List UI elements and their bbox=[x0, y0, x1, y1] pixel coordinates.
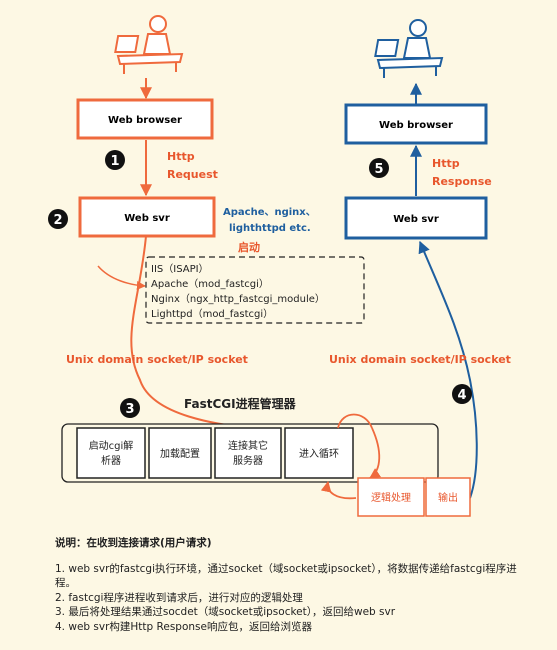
notes-title: 说明：在收到连接请求(用户请求) bbox=[55, 537, 212, 549]
step-1-badge bbox=[105, 150, 125, 170]
step-5-badge bbox=[369, 158, 389, 178]
step-2-number: 2 bbox=[53, 213, 62, 228]
logic-processing-box bbox=[357, 477, 425, 517]
left-web-browser-label: Web browser bbox=[108, 115, 182, 126]
loop-arc bbox=[337, 413, 373, 429]
cell-enter-loop-label: 进入循环 bbox=[299, 447, 339, 460]
right-socket-arrow bbox=[418, 240, 478, 499]
note-line-1: 1. web svr的fastcgi执行环境，通过socket（域socket或… bbox=[55, 562, 517, 590]
http-response-label-2: Response bbox=[432, 175, 492, 188]
cell-load-config bbox=[148, 427, 212, 479]
cell-load-config-label: 加载配置 bbox=[160, 448, 200, 460]
note-line-3: 3. 最后将处理结果通过socdet（域socket或ipsocket），返回给… bbox=[55, 606, 396, 618]
note-line-2: 2. fastcgi程序进程收到请求后，进行对应的逻辑处理 bbox=[55, 591, 303, 604]
start-arrow bbox=[97, 265, 146, 290]
right-web-svr-box bbox=[344, 196, 488, 240]
module-iis: IIS（ISAPI） bbox=[151, 263, 209, 275]
cell-connect-servers-line2: 服务器 bbox=[233, 454, 263, 467]
http-request-label-2: Request bbox=[167, 168, 218, 181]
cell-connect-servers bbox=[214, 427, 282, 479]
cell-connect-servers-line1: 连接其它 bbox=[228, 439, 268, 452]
loop-to-logic-arrow bbox=[369, 427, 382, 479]
right-web-browser-label: Web browser bbox=[379, 120, 453, 131]
module-lighttpd: Lighttpd（mod_fastcgi） bbox=[151, 308, 273, 320]
logic-processing-label: 逻辑处理 bbox=[371, 491, 411, 504]
left-web-browser-box bbox=[76, 98, 214, 140]
right-web-browser-box bbox=[344, 103, 488, 145]
start-label: 启动 bbox=[238, 240, 260, 254]
cell-start-cgi-line2: 析器 bbox=[101, 454, 121, 467]
right-socket-label: Unix domain socket/IP socket bbox=[329, 353, 511, 366]
step-3-badge bbox=[120, 398, 140, 418]
step-4-number: 4 bbox=[457, 388, 466, 403]
step-3-number: 3 bbox=[125, 402, 134, 417]
user-at-computer-icon-left bbox=[114, 15, 184, 74]
step-2-badge bbox=[48, 209, 68, 229]
step-1-number: 1 bbox=[110, 154, 119, 169]
left-web-svr-box bbox=[78, 196, 216, 238]
note-line-4: 4. web svr构建Http Response响应包，返回给浏览器 bbox=[55, 620, 312, 633]
right-web-svr-label: Web svr bbox=[393, 214, 439, 225]
cell-start-cgi bbox=[76, 427, 146, 479]
http-request-label-1: Http bbox=[167, 150, 195, 163]
cell-enter-loop bbox=[284, 427, 354, 479]
http-response-label-1: Http bbox=[432, 157, 460, 170]
fastcgi-manager-title: FastCGI进程管理器 bbox=[184, 396, 297, 411]
output-label: 输出 bbox=[438, 491, 458, 504]
cell-start-cgi-line1: 启动cgi解 bbox=[89, 439, 134, 452]
module-nginx: Nginx（ngx_http_fastcgi_module） bbox=[151, 293, 325, 305]
web-svr-note-1: Apache、nginx、 bbox=[223, 207, 316, 218]
left-socket-label: Unix domain socket/IP socket bbox=[66, 353, 248, 366]
module-apache: Apache（mod_fastcgi） bbox=[151, 278, 269, 290]
logic-back-arrow bbox=[320, 480, 357, 500]
notes-section: 说明：在收到连接请求(用户请求) 1. web svr的fastcgi执行环境，… bbox=[55, 536, 525, 634]
step-5-number: 5 bbox=[374, 162, 383, 177]
user-at-computer-icon-right bbox=[374, 19, 444, 78]
modules-dashed-box bbox=[145, 256, 365, 324]
output-box bbox=[425, 477, 471, 517]
web-svr-note-2: lighthttpd etc. bbox=[229, 223, 311, 234]
step-4-badge bbox=[452, 384, 472, 404]
left-web-svr-label: Web svr bbox=[124, 213, 170, 224]
